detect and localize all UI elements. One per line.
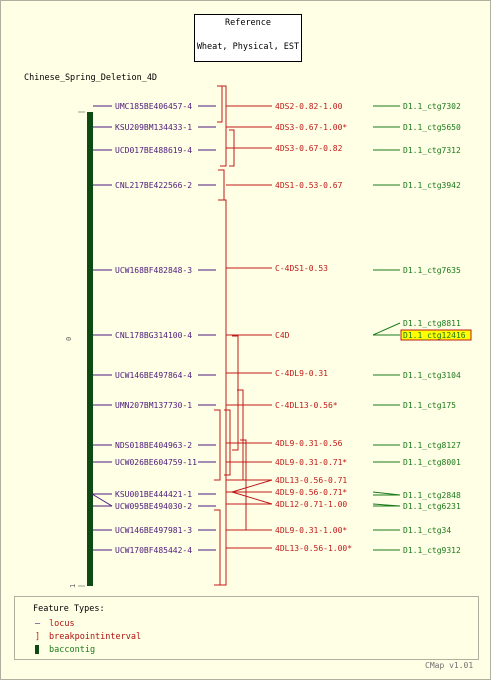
contig-label[interactable]: D1.1_ctg2848 <box>403 491 461 500</box>
contig-label[interactable]: D1.1_ctg6231 <box>403 502 461 511</box>
contig-label[interactable]: D1.1_ctg7635 <box>403 266 461 275</box>
reference-subtitle: Wheat, Physical, EST <box>196 42 300 52</box>
locus-label[interactable]: UCW095BE494030-2 <box>115 502 192 511</box>
contig-label[interactable]: D1.1_ctg34 <box>403 526 451 535</box>
locus-label[interactable]: UCW170BF485442-4 <box>115 546 192 555</box>
reference-map-box[interactable]: Reference Wheat, Physical, EST <box>194 14 302 62</box>
cmap-version: CMap v1.01 <box>425 661 474 670</box>
reference-title: Reference <box>224 18 272 28</box>
legend-title: Feature Types: <box>33 604 105 614</box>
breakpoint-label[interactable]: 4DL12-0.71-1.00 <box>275 500 347 509</box>
legend-item-breakpointinterval: ]breakpointinterval <box>35 632 142 642</box>
breakpoint-label[interactable]: C-4DS1-0.53 <box>275 264 328 273</box>
breakpoint-label[interactable]: C-4DL13-0.56* <box>275 401 338 410</box>
legend: Feature Types: —locus ]breakpointinterva… <box>14 596 479 660</box>
breakpoint-label[interactable]: C-4DL9-0.31 <box>275 369 328 378</box>
locus-label[interactable]: UMC185BE406457-4 <box>115 102 192 111</box>
locus-label[interactable]: UMN207BM137730-1 <box>115 401 192 410</box>
contig-label[interactable]: D1.1_ctg5650 <box>403 123 461 132</box>
chromosome-bar[interactable] <box>87 112 93 586</box>
locus-label[interactable]: UCW168BF482848-3 <box>115 266 192 275</box>
contig-label-highlighted[interactable]: D1.1_ctg12416 <box>403 331 466 340</box>
contig-label[interactable]: D1.1_ctg7302 <box>403 102 461 111</box>
comparative-map: 0 1 UMC185BE406457-4KSU209BM134433-1UCD0… <box>65 85 472 588</box>
locus-label[interactable]: KSU001BE444421-1 <box>115 490 192 499</box>
breakpoint-label[interactable]: 4DS3-0.67-1.00* <box>275 123 347 132</box>
breakpoint-label[interactable]: 4DS1-0.53-0.67 <box>275 181 343 190</box>
breakpoint-label[interactable]: 4DS3-0.67-0.82 <box>275 144 343 153</box>
legend-item-baccontig: baccontig <box>35 645 95 655</box>
contig-label[interactable]: D1.1_ctg3104 <box>403 371 461 380</box>
map-title[interactable]: Chinese_Spring_Deletion_4D <box>24 73 158 83</box>
contig-label[interactable]: D1.1_ctg8127 <box>403 441 461 450</box>
breakpoint-label[interactable]: 4DL9-0.31-0.56 <box>275 439 343 448</box>
breakpoint-label[interactable]: 4DL9-0.56-0.71* <box>275 488 347 497</box>
highlighted-contig-box[interactable] <box>400 329 472 341</box>
contig-label[interactable]: D1.1_ctg9312 <box>403 546 461 555</box>
locus-label[interactable]: NDS018BE404963-2 <box>115 441 192 450</box>
scale-top-label: 0 <box>65 337 73 341</box>
contig-label[interactable]: D1.1_ctg3942 <box>403 181 461 190</box>
legend-item-locus: —locus <box>35 619 75 629</box>
breakpoint-label[interactable]: 4DL9-0.31-0.71* <box>275 458 347 467</box>
locus-label[interactable]: CNL178BG314100-4 <box>115 331 192 340</box>
breakpoint-label[interactable]: 4DL9-0.31-1.00* <box>275 526 347 535</box>
breakpoint-label[interactable]: C4D <box>275 331 290 340</box>
contig-label[interactable]: D1.1_ctg8811 <box>403 319 461 328</box>
breakpoint-label[interactable]: 4DL13-0.56-1.00* <box>275 544 352 553</box>
breakpoint-label[interactable]: 4DS2-0.82-1.00 <box>275 102 343 111</box>
locus-label[interactable]: UCW146BE497864-4 <box>115 371 192 380</box>
locus-label[interactable]: CNL217BE422566-2 <box>115 181 192 190</box>
locus-label[interactable]: UCW146BE497981-3 <box>115 526 192 535</box>
contig-label[interactable]: D1.1_ctg175 <box>403 401 456 410</box>
scale-bottom-label: 1 <box>69 584 77 588</box>
locus-label[interactable]: KSU209BM134433-1 <box>115 123 192 132</box>
locus-label[interactable]: UCD017BE488619-4 <box>115 146 192 155</box>
locus-label[interactable]: UCW026BE604759-11 <box>115 458 197 467</box>
breakpoint-label[interactable]: 4DL13-0.56-0.71 <box>275 476 347 485</box>
contig-label[interactable]: D1.1_ctg7312 <box>403 146 461 155</box>
contig-label[interactable]: D1.1_ctg8001 <box>403 458 461 467</box>
